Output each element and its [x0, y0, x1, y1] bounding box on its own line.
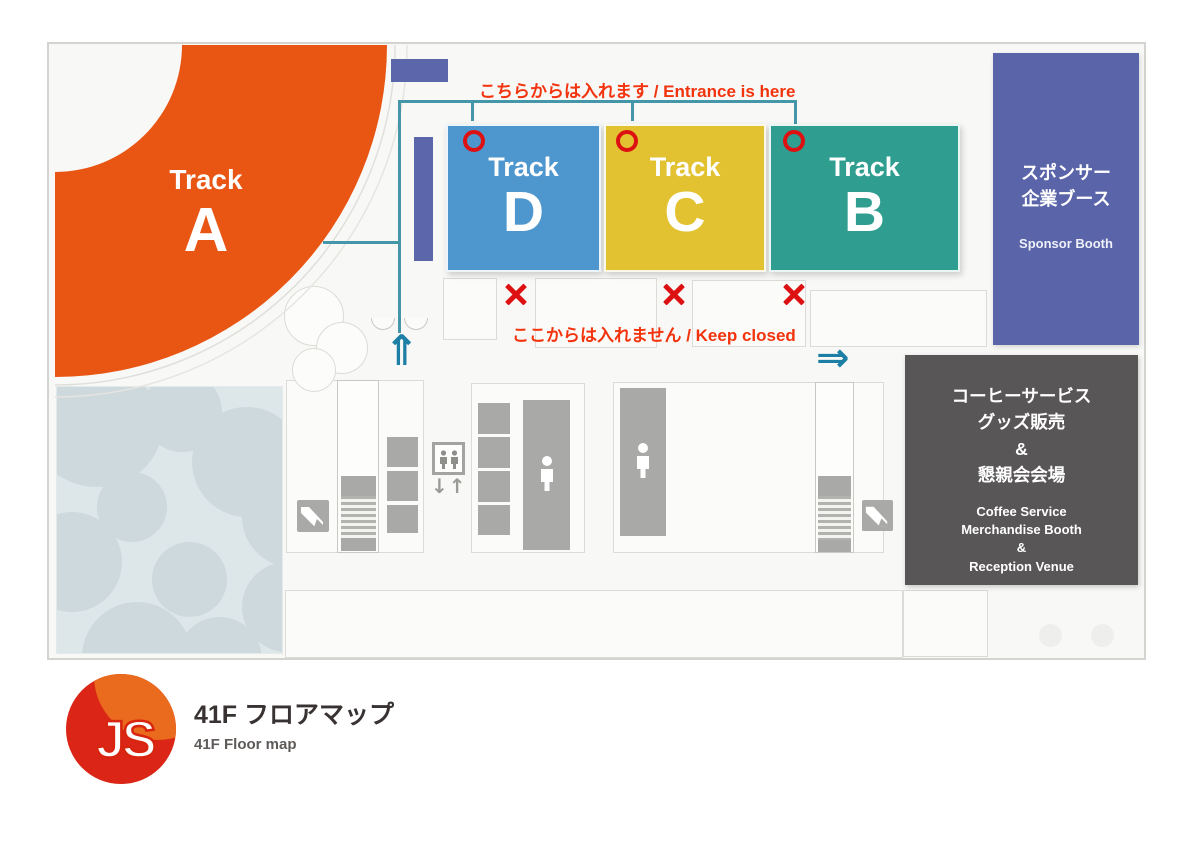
restroom-bar [523, 400, 570, 550]
js-logo: JS [66, 674, 186, 790]
entrance-up-arrow-icon: ⇑ [384, 326, 420, 375]
room-outline [285, 590, 903, 658]
floor-map-title-en: 41F Floor map [194, 736, 297, 753]
floor-dot [1091, 624, 1114, 647]
room-outline [443, 278, 497, 340]
stairs-landing [818, 540, 851, 552]
escalator-icon [297, 500, 329, 532]
stage-panel [391, 59, 448, 82]
floor-map-title: 41F フロアマップ 41F Floor map [194, 695, 394, 753]
floor-dot [1039, 624, 1062, 647]
entrance-guide-tick [631, 103, 634, 121]
stairs-landing [341, 476, 376, 496]
garden-area [56, 386, 283, 654]
track-a-label: Track A [146, 164, 266, 262]
closed-x-marker [503, 281, 529, 307]
elevator-updown-arrows-icon: ↓↑ [431, 474, 467, 498]
entrance-guide-line [323, 241, 399, 244]
wall-blob [292, 348, 336, 392]
room-outline [903, 590, 988, 657]
services-label-en: Coffee Service Merchandise Booth & Recep… [961, 504, 1082, 574]
elevator-sign-icon [432, 442, 465, 475]
track-d-word: Track [488, 151, 559, 182]
closed-x-marker [781, 281, 807, 307]
stairs-icon [341, 496, 376, 538]
person-icon [637, 443, 649, 478]
track-d-letter: D [502, 179, 545, 244]
track-c-letter: C [664, 179, 706, 244]
stage-panel [414, 137, 433, 261]
tree-circle [152, 542, 227, 617]
stairs-landing [341, 538, 376, 551]
closed-x-marker [661, 281, 687, 307]
services-area: コーヒーサービス グッズ販売 & 懇親会会場 Coffee Service Me… [905, 355, 1138, 585]
sponsor-booth-label-en: Sponsor Booth [1019, 236, 1113, 252]
entrance-open-marker [616, 130, 638, 152]
track-a-area [55, 45, 387, 377]
restroom-bar [620, 388, 666, 536]
stairs-icon [818, 496, 851, 540]
track-c-word: Track [649, 151, 721, 182]
track-b-word: Track [829, 151, 900, 182]
room-outline [810, 290, 987, 347]
keep-closed-note: ここからは入れません / Keep closed [512, 326, 796, 345]
entrance-guide-line [398, 100, 401, 333]
elevator-square [478, 437, 510, 468]
track-a-letter: A [183, 196, 229, 265]
room-outline [535, 278, 657, 348]
person-icon [450, 450, 458, 469]
entrance-guide-line [398, 100, 797, 103]
elevator-square [387, 471, 418, 501]
entrance-note: こちらからは入れます / Entrance is here [479, 82, 796, 101]
wall-arc [54, 44, 408, 398]
elevator-square [387, 437, 418, 467]
floor-map-title-jp: 41F フロアマップ [194, 701, 395, 729]
elevator-square [478, 505, 510, 535]
flow-right-arrow-icon: ⇒ [816, 335, 850, 381]
person-icon [540, 456, 553, 491]
track-b-area: Track B [769, 124, 960, 272]
entrance-guide-tick [794, 103, 797, 125]
elevator-square [387, 505, 418, 533]
stairs-landing [818, 476, 851, 496]
person-icon [439, 450, 447, 469]
track-b-letter: B [843, 179, 886, 244]
escalator-icon [862, 500, 893, 531]
entrance-guide-tick [471, 103, 474, 121]
entrance-open-marker [783, 130, 805, 152]
track-a-word: Track [169, 164, 243, 195]
sponsor-booth-area: スポンサー 企業ブース Sponsor Booth [993, 53, 1139, 345]
elevator-square [478, 471, 510, 502]
services-label-jp: コーヒーサービス グッズ販売 & 懇親会会場 [951, 386, 1092, 485]
sponsor-booth-label-jp: スポンサー 企業ブース [1021, 163, 1111, 210]
elevator-square [478, 403, 510, 434]
wall-arc [54, 44, 396, 386]
js-logo-circle [66, 674, 176, 784]
js-logo-text: JS [95, 711, 158, 769]
entrance-open-marker [463, 130, 485, 152]
